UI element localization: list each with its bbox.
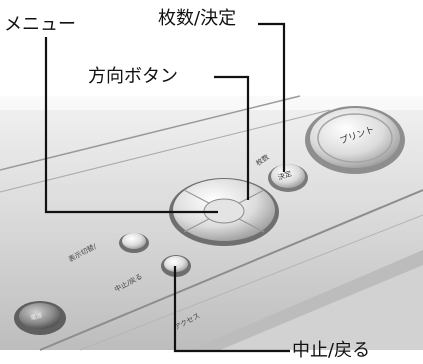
- callout-direction: 方向ボタン: [88, 66, 178, 87]
- display-switch-button[interactable]: [119, 233, 149, 253]
- print-button[interactable]: [305, 106, 405, 174]
- leader-lines: [44, 22, 290, 353]
- leader-direction: [214, 75, 250, 200]
- callout-count-decide: 枚数/決定: [158, 8, 237, 29]
- leader-count-decide: [258, 22, 286, 172]
- leader-menu: [44, 37, 218, 214]
- power-button[interactable]: [14, 301, 66, 335]
- callout-cancel-back: 中止/戻る: [292, 340, 371, 361]
- leader-cancel-back: [173, 266, 290, 353]
- power-label: 電源: [29, 311, 43, 322]
- direction-pad[interactable]: [169, 178, 279, 246]
- callout-menu: メニュー: [4, 14, 76, 35]
- count-decide-button[interactable]: [268, 164, 308, 192]
